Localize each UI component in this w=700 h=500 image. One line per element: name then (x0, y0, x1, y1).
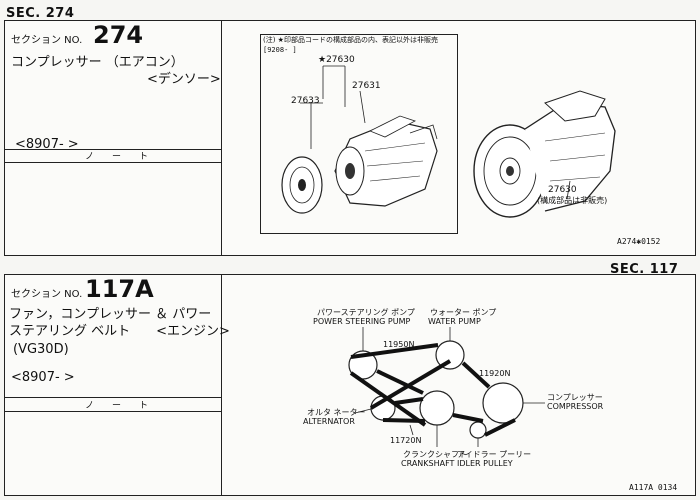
diagram-note: (注) ★印部品コードの構成部品の内、表記以外は非販売 (263, 36, 438, 44)
part-27630-note: (構成部品は非販売) (537, 196, 608, 205)
crankshaft-label: CRANKSHAFT (401, 459, 455, 468)
alternator-label-jp: オルタ ネーター (307, 408, 366, 417)
idler-pulley-label-jp: アイドラー プーリー (457, 450, 532, 459)
belt-11950n-label: 11950N (383, 340, 415, 349)
belt-11720n (369, 359, 452, 410)
note-label: ノ ー ト (85, 152, 149, 162)
idler-pulley (469, 421, 487, 439)
section-title-line2: <デンソー> (147, 72, 221, 87)
clutch-hub (298, 179, 306, 191)
note-top-rule (5, 149, 221, 150)
section-label: セクション NO. (11, 35, 83, 46)
sec-header-117: SEC. 117 (610, 262, 679, 277)
compressor-label: COMPRESSOR (547, 402, 604, 411)
diagram-date-code: [9208- ] (263, 46, 297, 54)
note-label: ノ ー ト (85, 401, 149, 411)
part-number-27631: 27631 (352, 81, 381, 91)
column-divider (221, 275, 222, 495)
compressor-illustration (281, 65, 616, 218)
date-range: <8907- > (15, 137, 79, 152)
water-pump-label: WATER PUMP (428, 317, 481, 326)
section-number: 274 (93, 21, 144, 49)
crankshaft-label-jp: クランクシャフト (403, 450, 467, 459)
power-steering-pump-label: POWER STEERING PUMP (313, 317, 411, 326)
section-117a-panel: セクション NO. 117A ファン，コンプレッサー ＆ パワー ステアリング … (4, 274, 696, 496)
part-number-27630: 27630 (548, 185, 577, 195)
leader-line (566, 180, 571, 200)
idler-pulley-label: IDLER PULLEY (457, 459, 513, 468)
crankshaft-pulley (419, 390, 455, 426)
column-divider (221, 21, 222, 255)
section-number: 117A (85, 275, 154, 303)
belt-11950n (350, 343, 439, 359)
belt-11720n-label: 11720N (390, 436, 422, 445)
compressor-shaft (345, 163, 355, 179)
belt-routing-diagram (348, 327, 545, 447)
figure-code-117a: A117A 0134 (629, 483, 678, 492)
section-label: セクション NO. (11, 289, 83, 300)
belt-11920n-label: 11920N (479, 369, 511, 378)
power-steering-pump-label-jp: パワーステアリング ポンプ (317, 308, 415, 317)
clutch-pulley-inner (289, 166, 315, 204)
section-title-line1: コンプレッサー （エアコン） (11, 55, 184, 70)
section-title-line2: ステアリング ベルト <エンジン> (9, 324, 230, 339)
water-pump-label-jp: ウォーター ポンプ (430, 308, 497, 317)
note-header-rule (5, 162, 221, 163)
figure-code-274: A274✱0152 (617, 237, 661, 246)
note-header-rule (5, 411, 221, 412)
note-top-rule (5, 397, 221, 398)
alternator-label: ALTERNATOR (303, 417, 355, 426)
belt-11920n (461, 361, 491, 389)
part-number-starred: ★27630 (318, 55, 355, 65)
section-title-line1: ファン，コンプレッサー ＆ パワー (9, 307, 212, 322)
leader-line (359, 90, 366, 124)
engine-variant: (VG30D) (13, 342, 69, 357)
illustration-frame (260, 34, 458, 234)
sec-header-274: SEC. 274 (6, 6, 75, 21)
compressor-label-jp: コンプレッサー (547, 393, 603, 402)
compressor-pulley (482, 382, 524, 424)
part-number-27633: 27633 (291, 96, 320, 106)
date-range: <8907- > (11, 370, 75, 385)
compressor-fitting (369, 115, 417, 138)
section-274-panel: セクション NO. 274 コンプレッサー （エアコン） <デンソー> <890… (4, 20, 696, 256)
